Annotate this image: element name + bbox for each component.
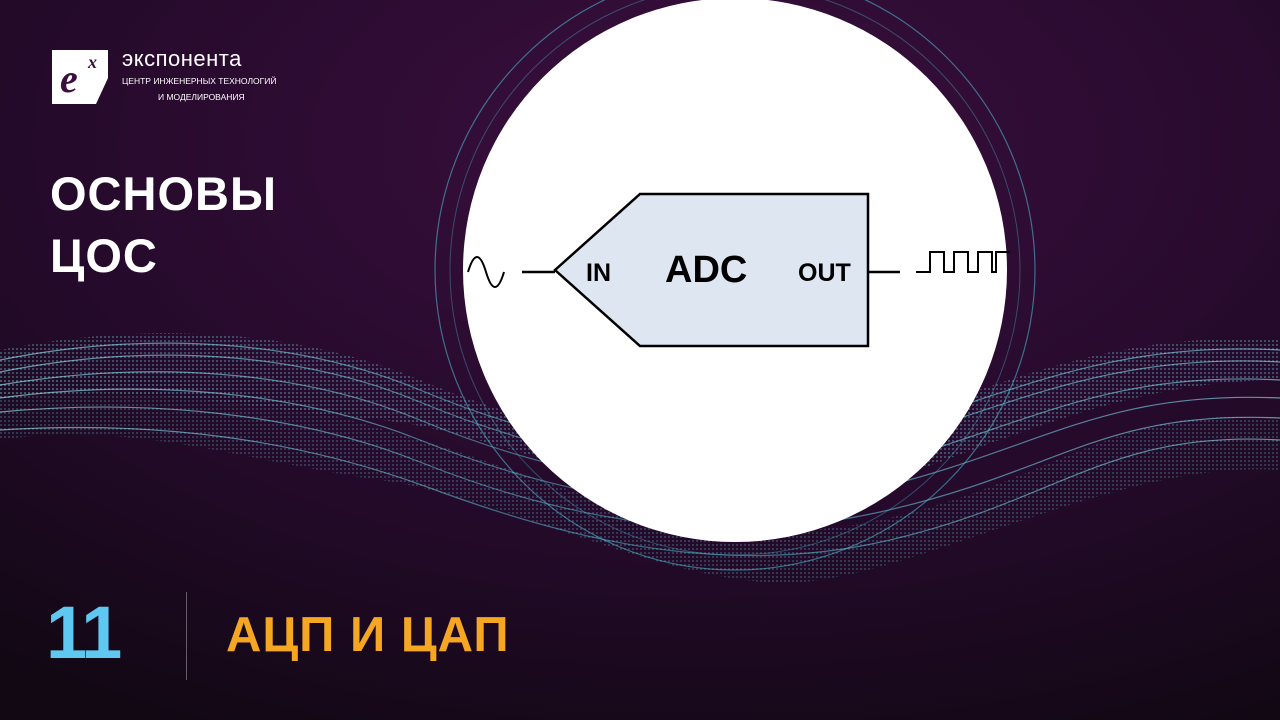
exponenta-logo-icon: e x xyxy=(52,50,108,104)
adc-label: ADC xyxy=(665,249,747,291)
logo-mark-letter: e xyxy=(60,56,78,101)
course-title-line1: ОСНОВЫ xyxy=(50,167,277,220)
episode-title: АЦП И ЦАП xyxy=(226,608,510,662)
input-label: IN xyxy=(586,259,611,287)
logo-name: экспонента xyxy=(122,46,242,71)
divider xyxy=(186,592,187,680)
square-wave-icon xyxy=(916,251,1010,273)
course-title-line2: ЦОС xyxy=(50,229,158,282)
logo-mark-superscript: x xyxy=(87,52,97,72)
brand-logo[interactable]: e x экспонента ЦЕНТР ИНЖЕНЕРНЫХ ТЕХНОЛОГ… xyxy=(50,46,310,106)
adc-block xyxy=(553,192,870,348)
logo-subtitle-line2: И МОДЕЛИРОВАНИЯ xyxy=(158,92,245,102)
output-label: OUT xyxy=(798,259,851,287)
episode-number: 11 xyxy=(46,591,122,674)
logo-subtitle-line1: ЦЕНТР ИНЖЕНЕРНЫХ ТЕХНОЛОГИЙ xyxy=(122,76,277,86)
sine-wave-icon xyxy=(467,256,505,288)
